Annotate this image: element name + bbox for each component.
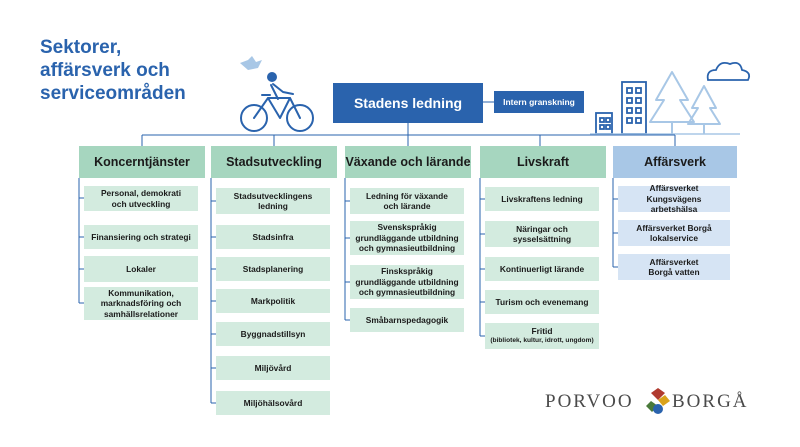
sector-item[interactable]: Personal, demokrati och utveckling — [84, 186, 198, 211]
sector-item[interactable]: Stadsplanering — [216, 257, 330, 281]
page-title: Sektorer, affärsverk och serviceområden — [40, 36, 186, 105]
sector-item[interactable]: Lokaler — [84, 256, 198, 282]
sector-item[interactable]: Miljöhälsovård — [216, 391, 330, 415]
sector-header-koncerntjanster[interactable]: Koncerntjänster — [79, 146, 205, 178]
bird-icon — [240, 56, 262, 70]
sector-item[interactable]: Finansiering och strategi — [84, 225, 198, 249]
sector-item[interactable]: Affärsverket Borgå lokalservice — [618, 220, 730, 246]
sector-item[interactable]: Kommunikation, marknadsföring och samhäl… — [84, 287, 198, 320]
cloud-icon — [706, 61, 751, 81]
sector-header-affarsverk[interactable]: Affärsverk — [613, 146, 737, 178]
sector-item[interactable]: Stadsutvecklingens ledning — [216, 188, 330, 214]
sector-item[interactable]: Affärsverket Kungsvägens arbetshälsa — [618, 183, 730, 214]
sector-item[interactable]: Stadsinfra — [216, 225, 330, 249]
sector-item[interactable]: Turism och evenemang — [485, 290, 599, 314]
sector-item[interactable]: Finskspråkig grundläggande utbildning oc… — [350, 265, 464, 299]
sector-header-stadsutveckling[interactable]: Stadsutveckling — [211, 146, 337, 178]
title-line-3: serviceområden — [40, 83, 186, 104]
sector-item[interactable]: Näringar och sysselsättning — [485, 221, 599, 247]
sector-item[interactable]: Affärsverket Borgå vatten — [618, 254, 730, 280]
sector-item-label: Fritid — [531, 325, 553, 336]
sector-item-fritid[interactable]: Fritid (bibliotek, kultur, idrott, ungdo… — [485, 323, 599, 349]
sector-item[interactable]: Markpolitik — [216, 289, 330, 313]
logo-text-porvoo: PORVOO — [545, 391, 634, 412]
logo-text-borga: BORGÅ — [672, 391, 749, 412]
stadens-ledning-node[interactable]: Stadens ledning — [333, 83, 483, 123]
title-line-1: Sektorer, — [40, 37, 122, 58]
cyclist-icon — [240, 72, 314, 132]
sector-header-livskraft[interactable]: Livskraft — [480, 146, 606, 178]
title-line-2: affärsverk och — [40, 60, 170, 81]
sector-item[interactable]: Svenskspråkig grundläggande utbildning o… — [350, 221, 464, 255]
intern-granskning-node[interactable]: Intern granskning — [494, 91, 584, 113]
sector-item[interactable]: Miljövård — [216, 356, 330, 380]
sector-item[interactable]: Ledning för växande och lärande — [350, 188, 464, 214]
buildings-icon — [595, 81, 647, 135]
trees-icon — [649, 71, 721, 134]
sector-item-sublabel: (bibliotek, kultur, idrott, ungdom) — [490, 337, 594, 344]
sector-header-vaxande-och-larande[interactable]: Växande och lärande — [345, 146, 471, 178]
sector-item[interactable]: Livskraftens ledning — [485, 187, 599, 211]
sector-item[interactable]: Byggnadstillsyn — [216, 322, 330, 346]
sector-item[interactable]: Småbarnspedagogik — [350, 308, 464, 332]
sector-item[interactable]: Kontinuerligt lärande — [485, 257, 599, 281]
